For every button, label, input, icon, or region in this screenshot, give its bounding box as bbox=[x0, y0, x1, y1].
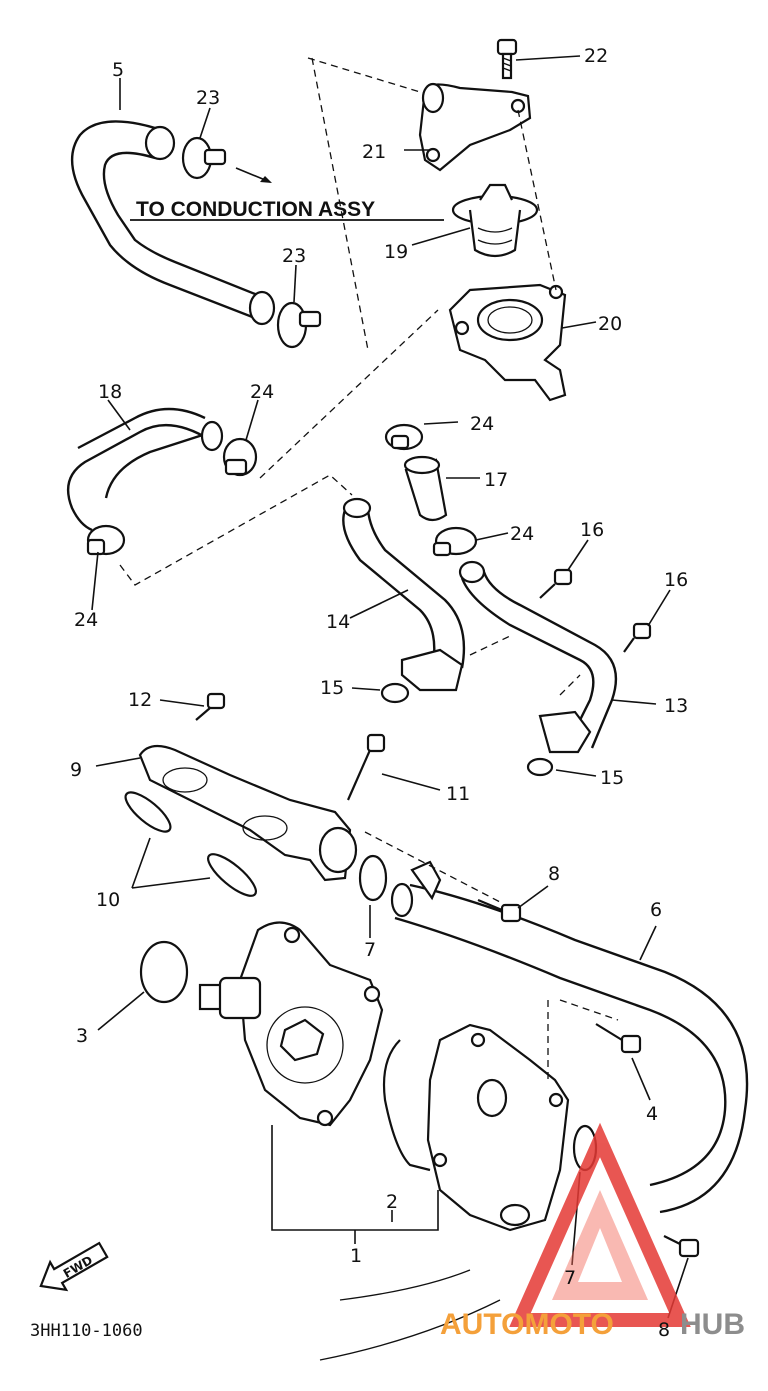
clamp-23-upper bbox=[181, 136, 227, 180]
impeller-shaft bbox=[198, 976, 262, 1020]
callout-8-upper: 8 bbox=[548, 863, 560, 885]
callout-18: 18 bbox=[98, 381, 122, 403]
callout-23-lower: 23 bbox=[282, 245, 306, 267]
callout-5: 5 bbox=[112, 59, 124, 81]
callout-21: 21 bbox=[362, 141, 386, 163]
clamp-24-a bbox=[222, 437, 258, 477]
callout-9: 9 bbox=[70, 759, 82, 781]
thermostat-cover-21 bbox=[418, 82, 532, 172]
clamp-24-c bbox=[384, 423, 424, 451]
bolt-12 bbox=[195, 692, 226, 721]
watermark-text-primary: AUTOMOTO bbox=[440, 1308, 614, 1341]
bolt-8-upper bbox=[477, 898, 522, 923]
hose-17 bbox=[403, 455, 448, 522]
outlet-manifold-9 bbox=[138, 744, 358, 882]
callout-1: 1 bbox=[350, 1245, 362, 1267]
callout-20: 20 bbox=[598, 313, 622, 335]
thermostat-19 bbox=[451, 183, 539, 258]
callout-10: 10 bbox=[96, 889, 120, 911]
clamp-24-b bbox=[86, 524, 126, 556]
water-pump-cover bbox=[426, 1023, 570, 1232]
fwd-arrow-icon: FWD bbox=[39, 1241, 109, 1292]
gasket-10-right bbox=[207, 853, 257, 897]
callout-7-upper: 7 bbox=[364, 939, 376, 961]
callout-11: 11 bbox=[446, 783, 470, 805]
o-ring-15-lower bbox=[526, 757, 554, 777]
callout-7-lower: 7 bbox=[564, 1267, 576, 1289]
bolt-16-lower bbox=[623, 622, 652, 653]
bolt-16-upper bbox=[539, 568, 573, 599]
callout-16-lower: 16 bbox=[664, 569, 688, 591]
gasket-2 bbox=[382, 1039, 431, 1172]
callout-24-c: 24 bbox=[470, 413, 494, 435]
clamp-24-d bbox=[432, 526, 478, 557]
callout-3: 3 bbox=[76, 1025, 88, 1047]
bolt-22 bbox=[496, 38, 518, 80]
pipe-13 bbox=[458, 560, 618, 754]
thermostat-housing-20 bbox=[448, 283, 567, 402]
pipe-14 bbox=[342, 497, 466, 692]
callout-13: 13 bbox=[664, 695, 688, 717]
o-ring-7-upper bbox=[358, 854, 388, 902]
callout-15-lower: 15 bbox=[600, 767, 624, 789]
callout-24-a: 24 bbox=[250, 381, 274, 403]
hose-5 bbox=[70, 120, 276, 326]
bolt-4 bbox=[595, 1023, 642, 1054]
callout-2: 2 bbox=[386, 1191, 398, 1213]
callout-22: 22 bbox=[584, 45, 608, 67]
gasket-10-left bbox=[124, 791, 172, 833]
hose-18 bbox=[67, 407, 224, 532]
callout-23-upper: 23 bbox=[196, 87, 220, 109]
conduction-note: TO CONDUCTION ASSY bbox=[136, 198, 375, 221]
callout-19: 19 bbox=[384, 241, 408, 263]
clamp-23-lower bbox=[276, 301, 322, 349]
callout-12: 12 bbox=[128, 689, 152, 711]
callout-4: 4 bbox=[646, 1103, 658, 1125]
callout-24-b: 24 bbox=[74, 609, 98, 631]
callout-6: 6 bbox=[650, 899, 662, 921]
diagram-code: 3HH110-1060 bbox=[30, 1321, 143, 1341]
callout-24-d: 24 bbox=[510, 523, 534, 545]
water-pump-housing bbox=[238, 921, 384, 1127]
pipe-6 bbox=[390, 860, 749, 1214]
bracket-1 bbox=[271, 1125, 439, 1231]
o-ring-15-upper bbox=[380, 682, 410, 704]
callout-17: 17 bbox=[484, 469, 508, 491]
watermark-logo bbox=[509, 1122, 691, 1327]
callout-8-lower: 8 bbox=[658, 1319, 670, 1341]
callout-16-upper: 16 bbox=[580, 519, 604, 541]
callout-14: 14 bbox=[326, 611, 350, 633]
bolt-8-lower bbox=[663, 1235, 700, 1258]
watermark-text-secondary: HUB bbox=[680, 1308, 745, 1341]
o-ring-3 bbox=[139, 940, 189, 1004]
callout-15-upper: 15 bbox=[320, 677, 344, 699]
bolt-11 bbox=[346, 733, 386, 801]
